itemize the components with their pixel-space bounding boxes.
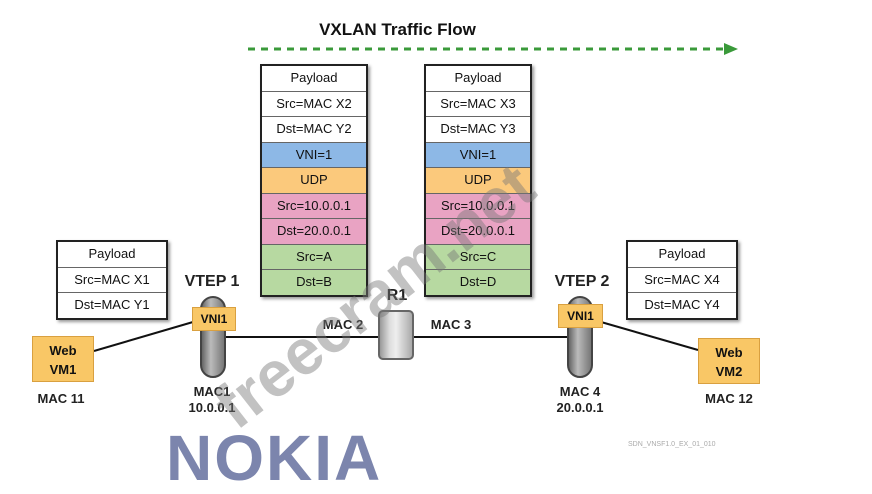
link-vm1-vtep1 bbox=[93, 321, 194, 352]
vtep2-label: VTEP 2 bbox=[554, 273, 610, 290]
inner-src-mac: Src=MAC X3 bbox=[426, 91, 530, 117]
packet-stack-1: Payload Src=MAC X2 Dst=MAC Y2 VNI=1 UDP … bbox=[260, 64, 368, 297]
udp-header: UDP bbox=[426, 168, 530, 194]
outer-dst-ip: Dst=20.0.0.1 bbox=[262, 219, 366, 245]
payload-row: Payload bbox=[628, 242, 736, 268]
vtep2-vni: VNI1 bbox=[558, 304, 603, 328]
inner-dst-mac: Dst=MAC Y2 bbox=[262, 117, 366, 143]
outer-src-mac: Src=C bbox=[426, 244, 530, 270]
vm1-line1: Web bbox=[49, 343, 77, 358]
src-mac: Src=MAC X1 bbox=[58, 268, 166, 293]
vtep2-mac: MAC 4 bbox=[559, 384, 601, 399]
vni-header: VNI=1 bbox=[426, 142, 530, 168]
outer-dst-mac: Dst=B bbox=[262, 270, 366, 295]
vm2-line2: VM2 bbox=[715, 364, 743, 379]
router-icon bbox=[378, 310, 414, 360]
router-left-mac: MAC 2 bbox=[322, 317, 364, 332]
traffic-flow-arrowhead bbox=[724, 43, 738, 55]
vm2-mac: MAC 12 bbox=[705, 391, 753, 406]
inner-src-mac: Src=MAC X2 bbox=[262, 91, 366, 117]
vtep2-ip: 20.0.0.1 bbox=[556, 400, 604, 415]
router-label: R1 bbox=[386, 287, 408, 304]
inner-dst-mac: Dst=MAC Y3 bbox=[426, 117, 530, 143]
dst-mac: Dst=MAC Y4 bbox=[644, 297, 720, 312]
vtep1-label: VTEP 1 bbox=[184, 273, 240, 290]
payload-row: Payload bbox=[58, 242, 166, 268]
src-mac: Src=MAC X4 bbox=[628, 268, 736, 293]
outer-src-ip: Src=10.0.0.1 bbox=[426, 193, 530, 219]
udp-header: UDP bbox=[262, 168, 366, 194]
vtep1-mac: MAC1 bbox=[193, 384, 231, 399]
vm1-line2: VM1 bbox=[49, 362, 77, 377]
nokia-logo: NOKIA bbox=[166, 422, 383, 494]
frame-box-1: Payload Src=MAC X1 Dst=MAC Y1 bbox=[56, 240, 168, 320]
payload-row: Payload bbox=[426, 66, 530, 92]
dst-mac: Dst=MAC Y1 bbox=[74, 297, 150, 312]
outer-src-mac: Src=A bbox=[262, 244, 366, 270]
outer-dst-ip: Dst=20.0.0.1 bbox=[426, 219, 530, 245]
frame-box-2: Payload Src=MAC X4 Dst=MAC Y4 bbox=[626, 240, 738, 320]
payload-row: Payload bbox=[262, 66, 366, 92]
vtep1-ip: 10.0.0.1 bbox=[188, 400, 236, 415]
figure-code: SDN_VNSF1.0_EX_01_010 bbox=[628, 441, 716, 448]
vm1-mac: MAC 11 bbox=[37, 391, 85, 406]
diagram-title: VXLAN Traffic Flow bbox=[319, 20, 476, 39]
packet-stack-2: Payload Src=MAC X3 Dst=MAC Y3 VNI=1 UDP … bbox=[424, 64, 532, 297]
router-right-mac: MAC 3 bbox=[430, 317, 472, 332]
link-vtep2-vm2 bbox=[600, 321, 699, 351]
outer-dst-mac: Dst=D bbox=[426, 270, 530, 295]
vtep1-vni: VNI1 bbox=[192, 307, 236, 331]
outer-src-ip: Src=10.0.0.1 bbox=[262, 193, 366, 219]
vni-header: VNI=1 bbox=[262, 142, 366, 168]
web-vm1: Web VM1 bbox=[32, 336, 94, 382]
web-vm2: Web VM2 bbox=[698, 338, 760, 384]
vm2-line1: Web bbox=[715, 345, 743, 360]
